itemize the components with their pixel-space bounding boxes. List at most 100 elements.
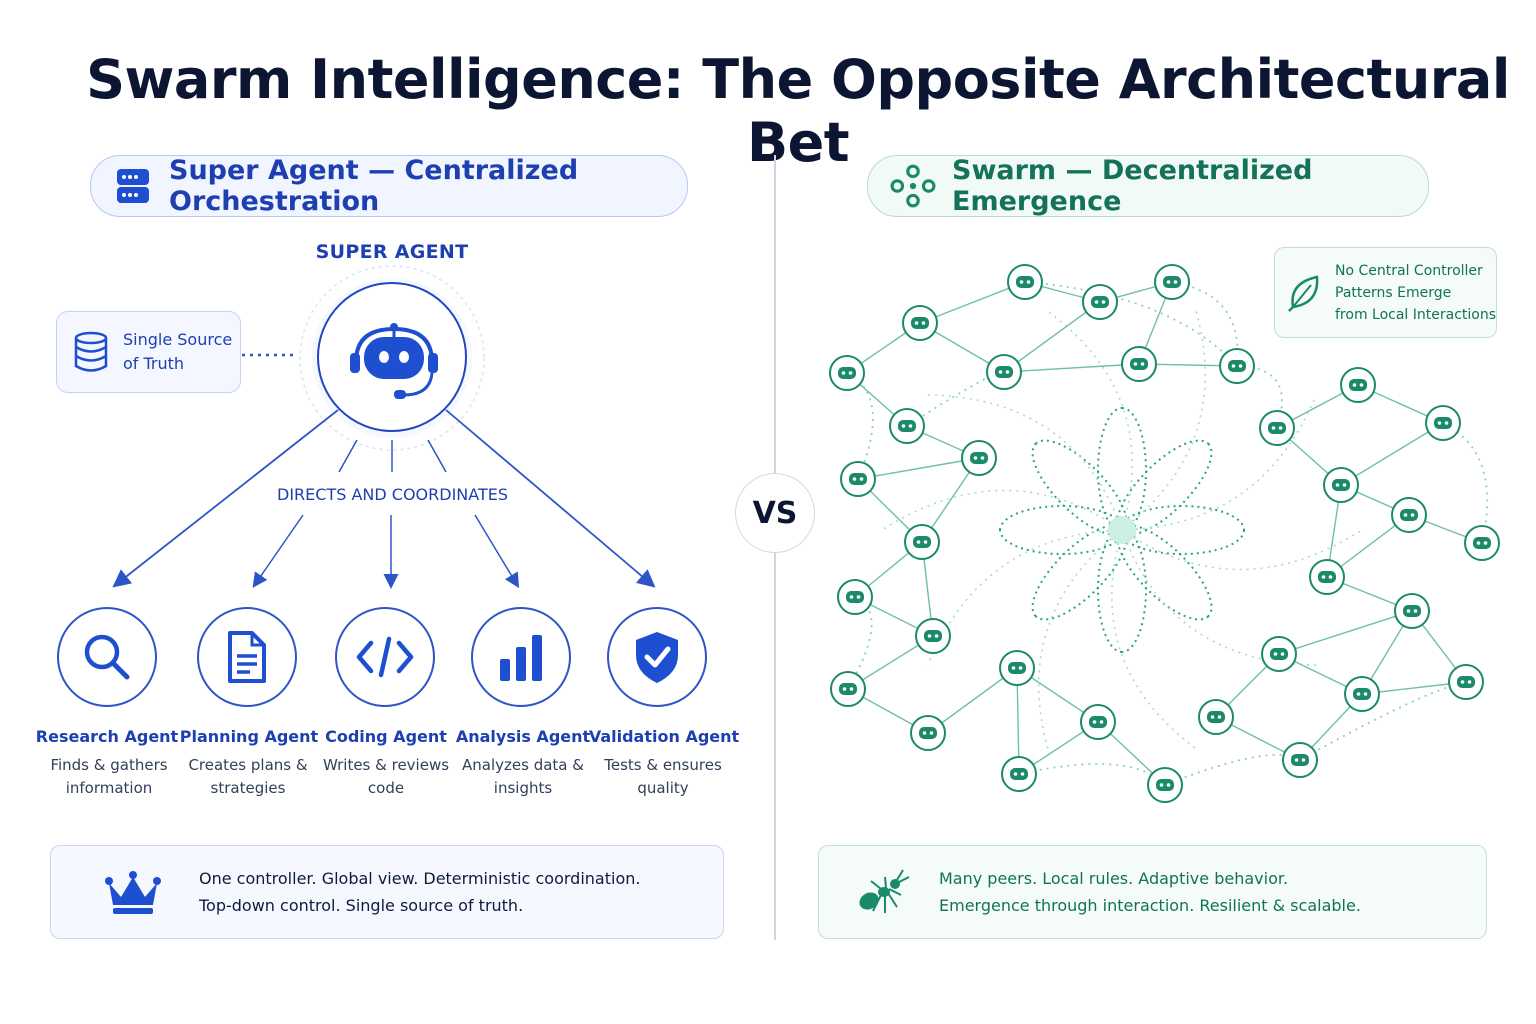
decentralized-summary: Many peers. Local rules. Adaptive behavi… [818,845,1487,939]
server-stack-icon [117,169,149,203]
database-icon [74,331,108,372]
swarm-edge [1003,301,1101,373]
network-nodes-icon [890,164,936,208]
planning-agent-desc1: Creates plans & [188,756,308,774]
swarm-agent-node [999,650,1035,686]
single-source-of-truth-box: Single Source of Truth [56,311,241,393]
planning-agent-node [197,607,297,707]
swarm-dashed-link [1442,422,1489,544]
analysis-agent-desc: Analyzes data & insights [438,754,608,800]
validation-agent-desc1: Tests & ensures [604,756,722,774]
swarm-agent-node [840,461,876,497]
swarm-agent-node [1219,348,1255,384]
emergence-petal [1031,439,1128,536]
emergence-swirl [1111,529,1197,750]
research-agent-desc2: information [65,779,153,797]
planning-agent-desc: Creates plans & strategies [163,754,333,800]
swarm-edge [927,667,1018,734]
swarm-agent-node [1309,559,1345,595]
swarm-agent-node [1080,704,1116,740]
swarm-agent-node [1323,467,1359,503]
swarm-agent-node [1464,525,1500,561]
swarm-network [829,264,1500,803]
swarm-nodes [829,264,1500,803]
validation-agent-desc: Tests & ensures quality [578,754,748,800]
swarm-agent-node [830,671,866,707]
swarm-agent-node [1259,410,1295,446]
research-agent-desc: Finds & gathers information [24,754,194,800]
coding-agent-desc2: code [367,779,405,797]
centralized-summary-line2: Top-down control. Single source of truth… [199,896,524,915]
swarm-dashed-link [1018,763,1166,786]
swarm-agent-node [1448,664,1484,700]
sst-line1: Single Source [123,330,233,349]
coding-agent-desc: Writes & reviews code [301,754,471,800]
note-line3: from Local Interactions [1335,306,1497,323]
swarm-agent-node [837,579,873,615]
decentralized-summary-line2: Emergence through interaction. Resilient… [939,896,1361,915]
swarm-agent-node [1394,593,1430,629]
emergence-petal [1097,407,1147,533]
swarm-agent-node [986,354,1022,390]
swarm-edge [857,457,980,480]
leaf-icon [1288,274,1319,312]
swarm-agent-node [1147,767,1183,803]
emergence-petals [881,310,1363,750]
vs-badge: VS [735,473,815,553]
swarm-agent-node [1154,264,1190,300]
swarm-agent-node [889,408,925,444]
code-icon [356,636,414,678]
swarm-agent-node [910,715,946,751]
directs-label: DIRECTS AND COORDINATES [277,485,508,504]
super-agent-header-label: Super Agent — Centralized Orchestration [169,155,579,217]
swarm-agent-node [1121,346,1157,382]
decentralized-summary-line1: Many peers. Local rules. Adaptive behavi… [939,869,1289,888]
crown-icon [105,871,161,914]
emergence-swirl [927,394,1123,531]
page-title: Swarm Intelligence: The Opposite Archite… [86,48,1510,174]
emergence-petal [1031,524,1128,621]
swarm-agent-node [1261,636,1297,672]
swarm-agent-node [1082,284,1118,320]
swarm-agent-node [1344,676,1380,712]
sst-line2: of Truth [123,354,185,373]
swarm-edges [846,281,1489,786]
swarm-agent-node [1340,367,1376,403]
search-icon [84,634,130,680]
emergence-petal [1097,527,1147,653]
emergence-swirl [881,489,1123,531]
swarm-header-label: Swarm — Decentralized Emergence [952,155,1313,217]
swarm-edge [1278,610,1413,655]
swarm-agent-node [1001,756,1037,792]
note-line1: No Central Controller [1335,262,1483,279]
super-agent-label: SUPER AGENT [315,241,469,263]
emergence-center [1108,516,1136,544]
document-icon [228,631,266,683]
coding-agent-desc1: Writes & reviews [322,756,450,774]
swarm-edge [1340,422,1444,486]
bar-chart-icon [500,635,542,681]
swarm-agent-node [902,305,938,341]
swarm-agent-node [1425,405,1461,441]
swarm-agent-node [1282,742,1318,778]
analysis-agent-desc1: Analyzes data & [462,756,584,774]
swarm-agent-node [961,440,997,476]
analysis-agent-name: Analysis Agent [455,727,591,746]
ant-icon [859,869,910,913]
validation-agent-name: Validation Agent [588,727,740,746]
analysis-agent-node [471,607,571,707]
research-agent-name: Research Agent [35,727,179,746]
swarm-edge [919,281,1026,324]
swarm-agent-node [1007,264,1043,300]
swarm-dashed-link [1164,754,1301,786]
validation-agent-desc2: quality [637,779,689,797]
emergence-petal [1116,524,1213,621]
swarm-agent-node [904,524,940,560]
swarm-dashed-link [1299,681,1467,761]
research-agent-node [57,607,157,707]
super-agent-header: Super Agent — Centralized Orchestration [90,155,688,217]
robot-headset-icon [350,323,438,399]
emergence-petal [1116,439,1213,536]
swarm-dashed-link [846,372,874,480]
validation-agent-node [607,607,707,707]
